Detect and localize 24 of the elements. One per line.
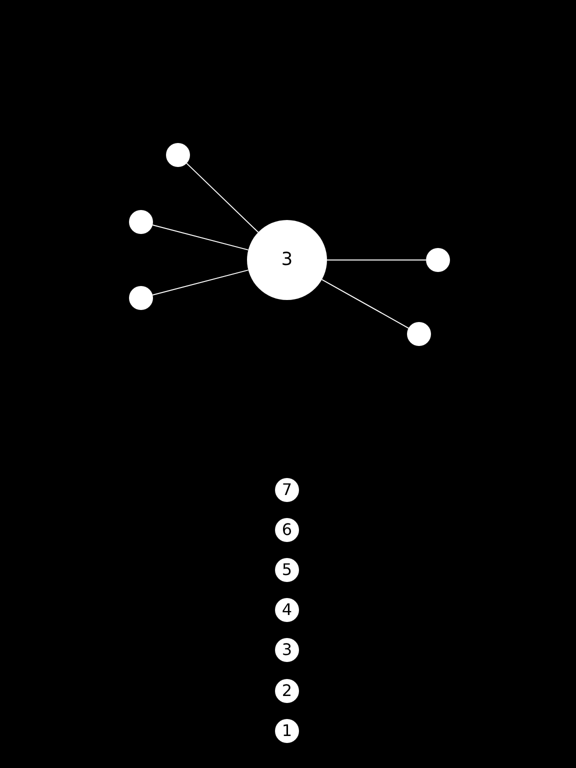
- connector-line: [152, 270, 249, 296]
- circle-node: [407, 322, 431, 346]
- node-number: 2: [282, 683, 292, 699]
- number-circle: [275, 518, 299, 542]
- number-circle: [275, 679, 299, 703]
- number-circle: [275, 478, 299, 502]
- node-number: 7: [282, 482, 292, 498]
- number-circle: [275, 558, 299, 582]
- circle-node: [166, 143, 190, 167]
- circle-node: [129, 210, 153, 234]
- node-number: 1: [282, 723, 292, 739]
- number-circle: [275, 719, 299, 743]
- node-number: 6: [282, 522, 292, 538]
- node-number: 3: [281, 251, 293, 269]
- node-number: 4: [282, 602, 292, 618]
- circle-node: [129, 286, 153, 310]
- number-circle: [275, 638, 299, 662]
- number-circle: [275, 598, 299, 622]
- connector-line: [186, 162, 259, 233]
- node-number: 3: [282, 642, 292, 658]
- connector-line: [152, 224, 249, 250]
- circle-node: [426, 248, 450, 272]
- connector-line: [321, 279, 410, 329]
- node-number: 5: [282, 562, 292, 578]
